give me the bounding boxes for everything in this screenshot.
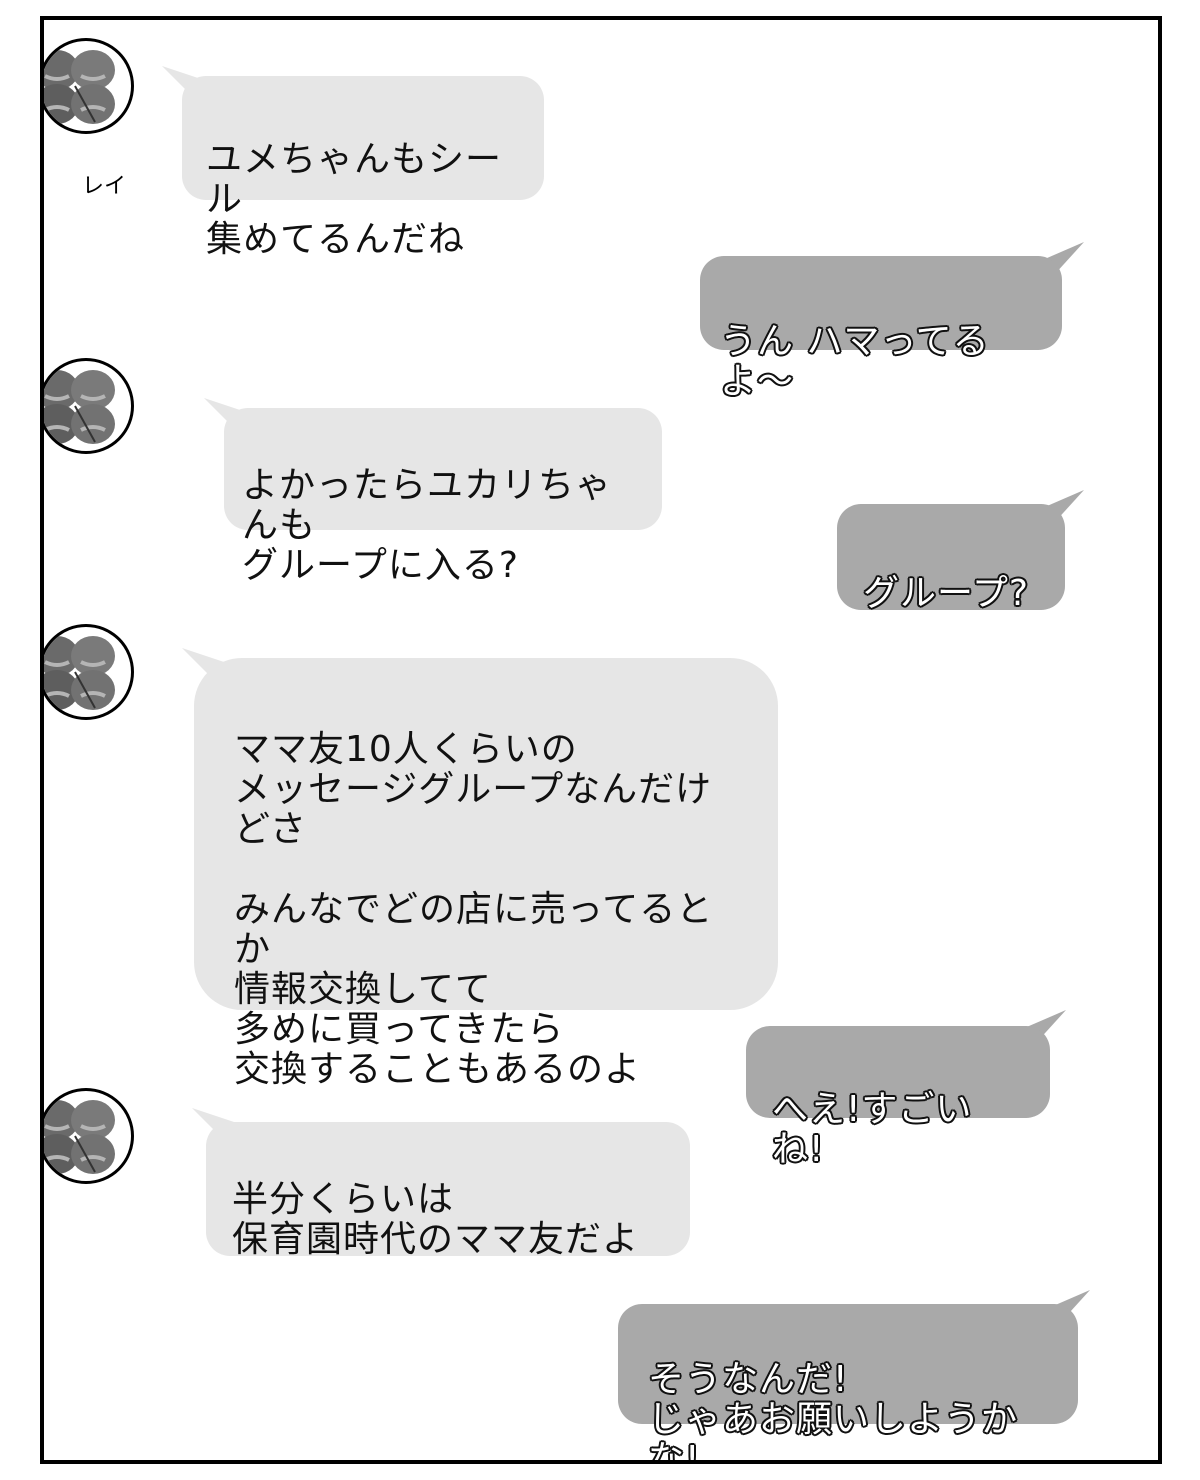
avatar[interactable] [44, 624, 134, 720]
message-text: うん ハマってるよ〜 [720, 321, 990, 402]
sender-name: レイ [82, 174, 127, 199]
avatar[interactable] [44, 38, 134, 134]
avatar[interactable] [44, 358, 134, 454]
message-text: グループ? [863, 573, 1029, 614]
message-bubble-incoming[interactable]: よかったらユカリちゃんも グループに入る? [224, 408, 662, 586]
message-text: そうなんだ! じゃあお願いしようかな! [648, 1359, 1019, 1464]
message-bubble-incoming[interactable]: ママ友10人くらいの メッセージグループなんだけどさ みんなでどの店に売ってると… [194, 658, 778, 1090]
message-bubble-outgoing[interactable]: そうなんだ! じゃあお願いしようかな! [618, 1304, 1078, 1460]
message-text: ママ友10人くらいの メッセージグループなんだけどさ みんなでどの店に売ってると… [234, 729, 714, 1090]
message-bubble-incoming[interactable]: 半分くらいは 保育園時代のママ友だよ [206, 1122, 690, 1260]
message-bubble-outgoing[interactable]: うん ハマってるよ〜 [700, 256, 1062, 402]
message-text: よかったらユカリちゃんも グループに入る? [242, 465, 613, 586]
four-leaf-clover-icon [44, 1100, 115, 1174]
four-leaf-clover-icon [44, 50, 115, 124]
message-text: へえ!すごいね! [772, 1089, 973, 1170]
message-bubble-outgoing[interactable]: グループ? [837, 504, 1065, 614]
message-text: 半分くらいは 保育園時代のママ友だよ [232, 1179, 640, 1260]
avatar[interactable] [44, 1088, 134, 1184]
message-text: ユメちゃんもシール 集めてるんだね [206, 139, 503, 260]
four-leaf-clover-icon [44, 370, 115, 444]
message-bubble-incoming[interactable]: ユメちゃんもシール 集めてるんだね [182, 76, 544, 260]
chat-panel: レイ ユメちゃんもシール 集めてるんだね うん ハマってるよ〜 [40, 16, 1162, 1464]
four-leaf-clover-icon [44, 636, 115, 710]
message-bubble-outgoing[interactable]: へえ!すごいね! [746, 1026, 1050, 1170]
